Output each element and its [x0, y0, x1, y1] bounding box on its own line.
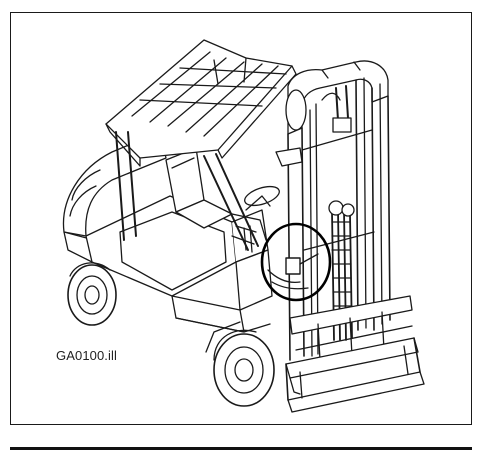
figure-caption: GA0100.ill: [56, 348, 117, 363]
fork-carriage: [289, 295, 413, 361]
forks: [285, 337, 425, 413]
chassis: [85, 195, 273, 333]
operator-seat: [165, 147, 233, 229]
overhead-guard: [105, 39, 297, 251]
highlight-callout: [260, 222, 332, 302]
bottom-rule: [10, 447, 472, 450]
rear-wheel: [67, 262, 117, 326]
steering-wheel: [231, 185, 280, 253]
front-wheel: [205, 321, 275, 407]
